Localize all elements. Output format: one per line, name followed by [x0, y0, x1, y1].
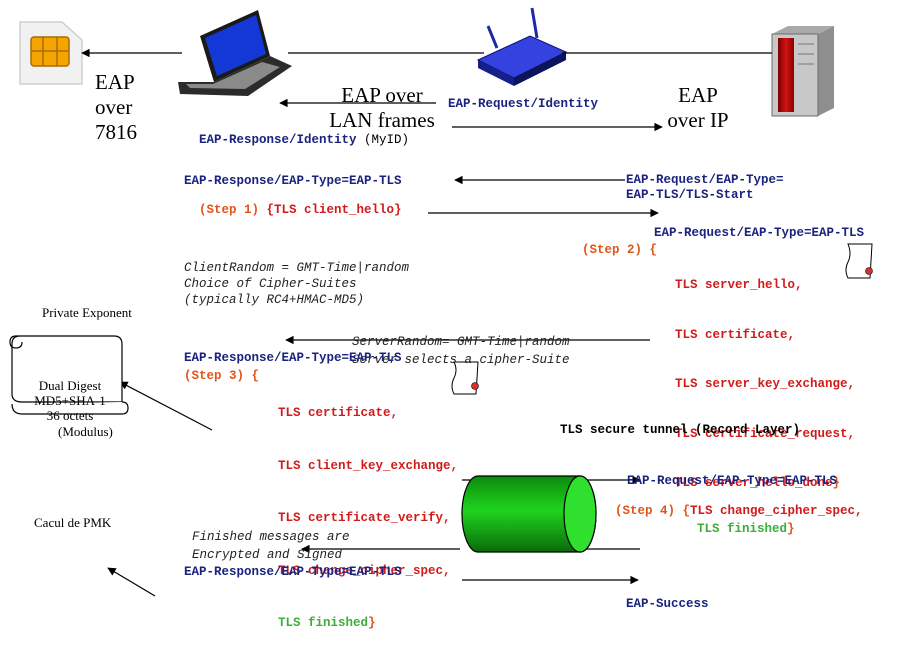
eap-response-tls-step5: EAP-Response/EAP-Type=EAP-TLS	[184, 565, 402, 579]
eap-request-tls-step4: EAP-Request/EAP-Type=EAP-TLS	[627, 474, 838, 488]
step1-message: (Step 1) {TLS client_hello}	[199, 202, 402, 217]
step4-finished: TLS finished}	[697, 521, 795, 536]
step3-label: (Step 3) {	[184, 369, 260, 383]
certificate-icon-client	[451, 361, 479, 395]
tls-tunnel-label: TLS secure tunnel (Record Layer)	[560, 423, 801, 437]
modulus-label: (Modulus)	[58, 424, 113, 439]
certificate-icon-server	[845, 243, 873, 279]
eap-response-tls-step3: EAP-Response/EAP-Type=EAP-TLS	[184, 351, 402, 365]
private-exponent-label: Private Exponent	[42, 305, 132, 320]
eap-request-identity: EAP-Request/Identity	[448, 97, 599, 111]
step2-label: (Step 2) {	[582, 243, 658, 257]
eap-request-tls-start: EAP-Request/EAP-Type=EAP-TLS/TLS-Start	[626, 173, 784, 202]
eap-response-identity: EAP-Response/Identity (MyID)	[199, 132, 410, 147]
access-point-icon	[476, 7, 568, 86]
tls-tunnel-cylinder	[461, 475, 597, 553]
myid-label: (MyID)	[356, 132, 410, 147]
step2-messages: TLS server_hello, TLS certificate, TLS s…	[675, 278, 856, 490]
sim-card-icon	[19, 21, 83, 85]
laptop-icon	[178, 10, 292, 96]
step3-messages: TLS certificate, TLS client_key_exchange…	[278, 406, 459, 630]
server-icon	[771, 26, 834, 117]
diagram-graphics	[9, 7, 873, 597]
eap-response-tls-step1: EAP-Response/EAP-Type=EAP-TLS	[184, 174, 402, 188]
eap-success: EAP-Success	[626, 597, 709, 611]
eap-request-tls-step2: EAP-Request/EAP-Type=EAP-TLS	[654, 226, 865, 240]
step4-message: (Step 4) {TLS change_cipher_spec,	[615, 503, 863, 518]
scroll-icon	[9, 335, 129, 415]
pmk-label: Cacul de PMK	[34, 515, 112, 530]
